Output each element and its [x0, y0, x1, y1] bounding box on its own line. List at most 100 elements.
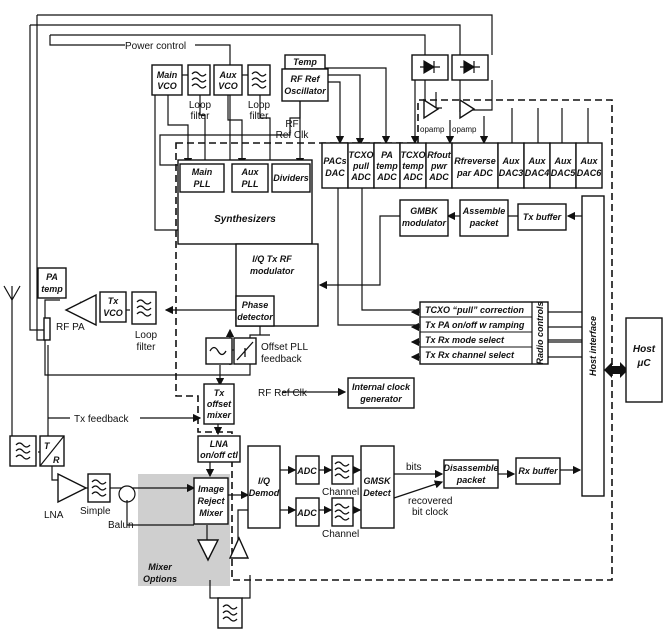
radio-controls-block: TCXO “pull” correction Tx PA on/off w ra… — [419, 301, 549, 365]
tx-offset-mixer-l2: offset — [207, 399, 232, 409]
host-interface-label: Host interface — [588, 316, 598, 376]
tcxo-temp-adc-l1: TCXO — [400, 150, 425, 160]
mixer-options-l2: Options — [143, 574, 177, 584]
tx-vco-l2: VCO — [103, 308, 123, 318]
iq-tx-mod-l2: modulator — [250, 266, 294, 276]
tx-offset-mixer-l1: Tx — [214, 388, 225, 398]
opamp-label-2: opamp — [452, 125, 477, 134]
main-loop-filter-l1: Loop — [189, 100, 212, 111]
aux-loop-filter: Loop filter — [247, 64, 271, 122]
opamp-icon — [423, 98, 440, 120]
temp-label: Temp — [293, 57, 317, 67]
iq-demod-block: I/Q Demod — [247, 445, 281, 529]
pa-temp-adc-l1: PA — [381, 150, 393, 160]
rfout-pwr-adc-l1: Rfout — [427, 150, 451, 160]
adc-q-label: ADC — [296, 508, 317, 518]
phase-detector-l1: Phase — [242, 300, 269, 310]
radio-control-1: TCXO “pull” correction — [425, 305, 525, 315]
simple-label: Simple — [80, 506, 111, 517]
iq-demod-l2: Demod — [249, 488, 280, 498]
tcxo-temp-adc-l3: ADC — [402, 172, 423, 182]
assemble-l2: packet — [469, 218, 500, 228]
gmsk-l1: GMSK — [364, 476, 393, 486]
antenna-icon — [3, 285, 21, 301]
disassemble-l2: packet — [456, 475, 487, 485]
host-uc-block: Host μC — [625, 317, 663, 403]
radio-control-3: Tx Rx mode select — [425, 335, 505, 345]
chip-boundary — [175, 99, 613, 581]
balun-icon — [118, 485, 136, 503]
image-reject-mixer-block: Image Reject Mixer — [193, 477, 229, 525]
iq-tx-modulator-block: I/Q Tx RF modulator Phase detector — [235, 243, 319, 327]
tcxo-temp-adc-l2: temp — [402, 161, 424, 171]
aux-pll-l2: PLL — [242, 179, 259, 189]
pa-temp-adc-l3: ADC — [376, 172, 397, 182]
lna-onoff-l2: on/off ctl — [200, 450, 238, 460]
gmbk-modulator-block: GMBK modulator — [399, 199, 449, 237]
pacs-dac-l1: PACs — [323, 156, 346, 166]
tr-r: R — [53, 455, 60, 465]
diode-pair — [411, 54, 489, 81]
main-loop-filter-l2: filter — [191, 111, 211, 122]
adc-dac-row: PACs DAC TCXO pull ADC PA temp ADC TCXO … — [321, 142, 603, 189]
tx-vco-l1: Tx — [108, 296, 119, 306]
irm-l3: Mixer — [199, 508, 223, 518]
aux-dac4-l2: DAC4 — [525, 168, 550, 178]
aux-loop-filter-l2: filter — [250, 111, 270, 122]
assemble-packet-block: Assemble packet — [459, 199, 509, 237]
disassemble-l1: Disassemble — [443, 463, 498, 473]
tr-t: T — [44, 441, 51, 451]
sine-icon — [209, 346, 227, 356]
gmsk-detect-block: GMSK Detect — [360, 445, 395, 529]
opamp-label-1: opamp — [420, 125, 445, 134]
internal-clock-block: Internal clock generator — [347, 377, 415, 409]
tx-loop-filter: Loop filter — [131, 291, 158, 353]
main-pll-l2: PLL — [194, 179, 211, 189]
pa-temp-l1: PA — [46, 272, 58, 282]
main-vco-l2: VCO — [157, 81, 177, 91]
bits-label: bits — [406, 462, 422, 473]
mixer-amp-down-icon — [196, 539, 220, 562]
mixer-output-filter — [217, 597, 243, 629]
radio-control-2: Tx PA on/off w ramping — [425, 320, 525, 330]
synthesizers-block: Main PLL Aux PLL Dividers Synthesizers — [177, 159, 313, 245]
rf-ref-osc-l1: RF Ref — [291, 74, 321, 84]
host-interface-block: Host interface — [581, 195, 605, 497]
iq-tx-mod-l1: I/Q Tx RF — [252, 254, 292, 264]
radio-control-4: Tx Rx channel select — [425, 350, 515, 360]
tx-buffer-block: Tx buffer — [517, 203, 567, 231]
main-vco-block: Main VCO — [151, 64, 183, 96]
aux-pll-l1: Aux — [240, 167, 259, 177]
channel-filter-i: Channel — [322, 455, 359, 498]
opamp-icon — [459, 98, 476, 120]
channel-filter-q: Channel — [322, 497, 359, 540]
pacs-dac-l2: DAC — [325, 168, 345, 178]
tx-vco-block: Tx VCO — [99, 291, 127, 323]
aux-dac3-l2: DAC3 — [499, 168, 524, 178]
tx-feedback-label: Tx feedback — [74, 414, 129, 425]
rf-pa-label: RF PA — [56, 322, 85, 333]
balun-label: Balun — [108, 520, 134, 531]
tcxo-pull-adc-l1: TCXO — [348, 150, 373, 160]
internal-clock-l2: generator — [359, 394, 402, 404]
tcxo-pull-adc-l3: ADC — [350, 172, 371, 182]
gmbk-l1: GMBK — [410, 206, 439, 216]
mixer-options-l1: Mixer — [148, 562, 172, 572]
rf-pa-amplifier-icon — [64, 293, 97, 327]
host-link-arrow-icon — [604, 362, 628, 378]
lna-label: LNA — [44, 510, 64, 521]
gmsk-l2: Detect — [363, 488, 392, 498]
tx-offset-mixer-block: Tx offset mixer — [203, 383, 235, 425]
aux-dac4-l1: Aux — [527, 156, 546, 166]
rfout-pwr-adc-l2: pwr — [430, 161, 447, 171]
lna-amplifier-icon — [57, 472, 88, 504]
dividers-label: Dividers — [273, 173, 309, 183]
tx-offset-mixer-l3: mixer — [207, 410, 232, 420]
pa-temp-l2: temp — [41, 284, 63, 294]
aux-vco-l2: VCO — [218, 81, 238, 91]
lna-onoff-l1: LNA — [210, 439, 229, 449]
simple-filter — [87, 473, 111, 503]
rx-buffer-block: Rx buffer — [515, 457, 561, 485]
rx-buffer-label: Rx buffer — [518, 466, 558, 476]
